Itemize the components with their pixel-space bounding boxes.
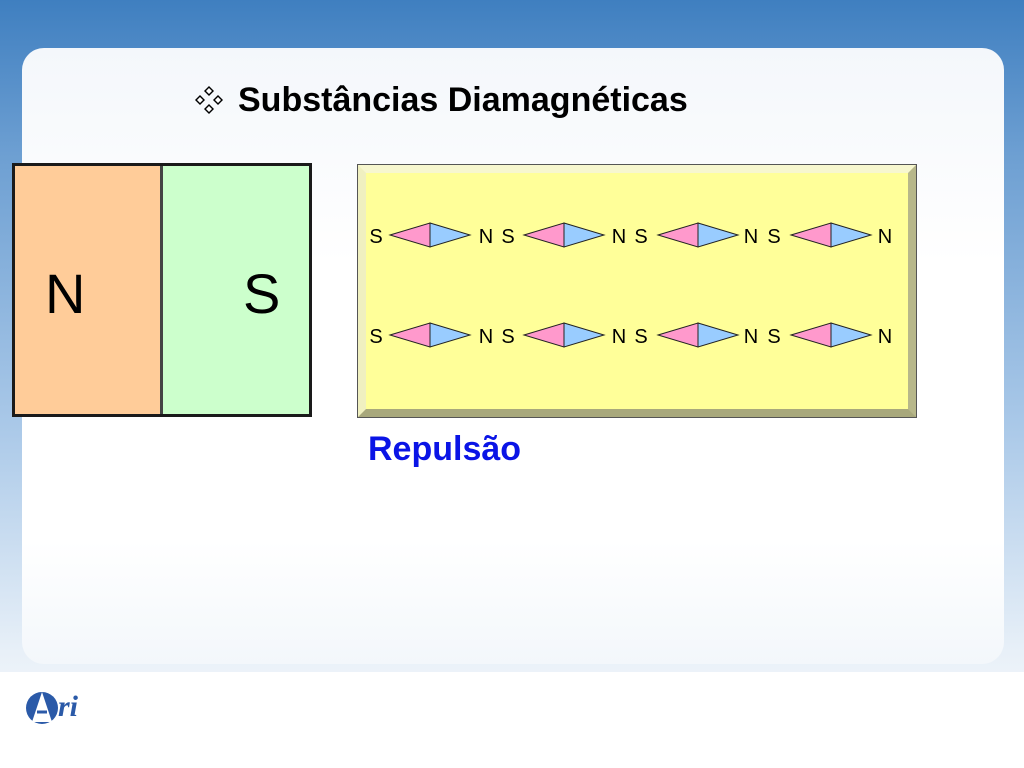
bar-magnet: N S xyxy=(12,163,312,417)
dipole-pole-label: S xyxy=(767,226,780,248)
svg-text:ri: ri xyxy=(58,690,79,723)
dipole-arrow xyxy=(388,222,472,248)
dipole-arrow xyxy=(388,322,472,348)
dipole-arrow xyxy=(789,222,873,248)
dipole-pole-label: N xyxy=(744,226,758,248)
dipole-pole-label: N xyxy=(479,326,493,348)
dipole-pole-label: N xyxy=(479,226,493,248)
dipole-arrow xyxy=(522,322,606,348)
dipole-pole-label: S xyxy=(369,326,382,348)
dipole-pole-label: N xyxy=(612,326,626,348)
dipole-pole-label: S xyxy=(634,326,647,348)
dipole-arrow xyxy=(789,322,873,348)
slide-title-text: Substâncias Diamagnéticas xyxy=(238,80,688,119)
dipole-arrow xyxy=(656,222,740,248)
magnet-south-pole: S xyxy=(163,166,309,414)
dipole-arrow xyxy=(522,222,606,248)
diamond-four-bullet-icon xyxy=(195,86,223,114)
dipole-pole-label: N xyxy=(612,226,626,248)
magnet-north-pole: N xyxy=(15,166,163,414)
dipole-pole-label: S xyxy=(501,226,514,248)
dipole-pole-label: S xyxy=(634,226,647,248)
slide-title: Substâncias Diamagnéticas xyxy=(192,78,688,122)
dipole-pole-label: N xyxy=(878,226,892,248)
footer-band xyxy=(0,672,1024,768)
caption-repulsion: Repulsão xyxy=(368,430,522,468)
dipole-pole-label: N xyxy=(878,326,892,348)
dipole-pole-label: S xyxy=(501,326,514,348)
company-logo: ri xyxy=(26,690,79,724)
dipole-pole-label: N xyxy=(744,326,758,348)
dipole-pole-label: S xyxy=(369,226,382,248)
north-pole-label: N xyxy=(45,262,86,325)
south-pole-label: S xyxy=(243,262,281,325)
dipole-pole-label: S xyxy=(767,326,780,348)
dipole-arrow xyxy=(656,322,740,348)
